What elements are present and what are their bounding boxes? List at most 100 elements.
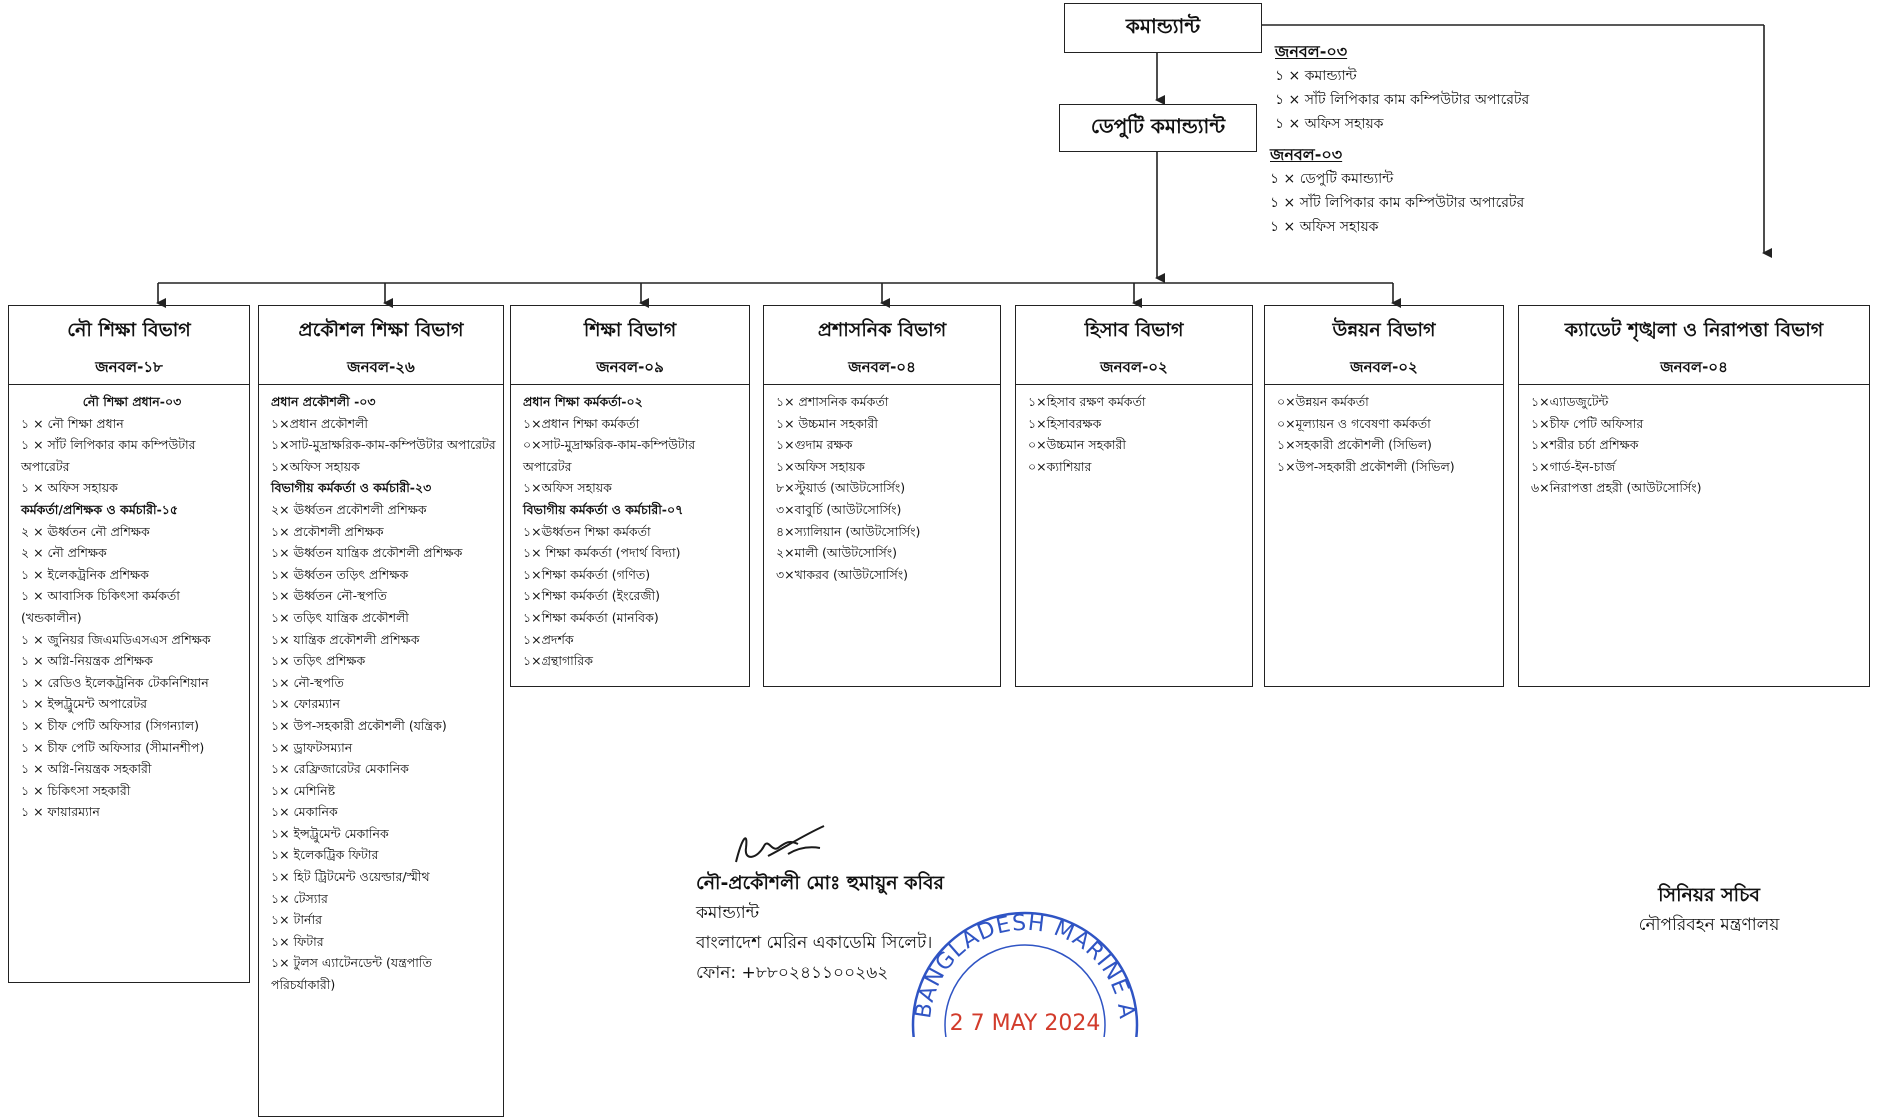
staff-item: ১×শিক্ষা কর্মকর্তা (ইংরেজী) bbox=[523, 588, 660, 604]
staff-item: ১× ফিটার bbox=[271, 933, 324, 949]
staff-item: ১×গুদাম রক্ষক bbox=[776, 437, 853, 453]
staff-item: ১× রেফ্রিজারেটর মেকানিক bbox=[271, 761, 409, 777]
department-strength: জনবল-১৮ bbox=[95, 358, 163, 376]
staff-item: ১×প্রধান প্রকৌশলী bbox=[271, 415, 368, 431]
staff-item: ১×হিসাব রক্ষণ কর্মকর্তা bbox=[1028, 394, 1146, 409]
svg-text:BANGLADESH MARINE ACADEMY: BANGLADESH MARINE ACADEMY bbox=[900, 900, 1139, 1021]
department-staff-list: ০×উন্নয়ন কর্মকর্তা ০×মূল্যায়ন ও গবেষণা … bbox=[1264, 385, 1504, 687]
department-strength: জনবল-০২ bbox=[1350, 358, 1418, 376]
department-staff-list: নৌ শিক্ষা প্রধান-০৩ ১ × নৌ শিক্ষা প্রধান ১… bbox=[8, 385, 250, 983]
staff-item: ১×সহকারী প্রকৌশলী (সিভিল) bbox=[1277, 437, 1432, 453]
signatory-phone: ফোন: +৮৮০২৪১১০০২৬২ bbox=[696, 963, 889, 983]
staff-item: ১×অফিস সহায়ক bbox=[271, 458, 360, 474]
staff-item: ১× নৌ-স্থপতি bbox=[271, 674, 344, 690]
staff-item: ১ × চীফ পেটি অফিসার (সীমানশীপ) bbox=[21, 739, 205, 755]
staff-item: ৪×স্যালিয়ান (আউটসোর্সিং) bbox=[776, 523, 921, 539]
staff-item: ১ × অফিস সহায়ক bbox=[1275, 116, 1384, 132]
department-staff-list: প্রধান শিক্ষা কর্মকর্তা-০২ ১×প্রধান শিক্ষ… bbox=[510, 385, 750, 687]
staff-item: ১×গ্রন্থাগারিক bbox=[523, 653, 593, 669]
department-staff-list: ১× প্রশাসনিক কর্মকর্তা ১× উচ্চমান সহকারী ১… bbox=[763, 385, 1001, 687]
department-title: প্রশাসনিক বিভাগ bbox=[817, 319, 947, 341]
staff-item: ১× টেস্যার bbox=[271, 890, 328, 906]
department-title: শিক্ষা বিভাগ bbox=[583, 319, 677, 341]
staff-item: ১ × রেডিও ইলেকট্রনিক টেকনিশিয়ান bbox=[21, 674, 209, 690]
staff-item: ১×শরীর চর্চা প্রশিক্ষক bbox=[1531, 437, 1639, 453]
department-staff-list: ১×হিসাব রক্ষণ কর্মকর্তা ১×হিসাবরক্ষক ০×উচ্… bbox=[1015, 385, 1253, 687]
deputy-staff-head: জনবল-০৩ bbox=[1270, 145, 1343, 164]
ministry-name: নৌপরিবহন মন্ত্রণালয় bbox=[1638, 915, 1780, 935]
deputy-staff-list: জনবল-০৩ ১ × ডেপুটি কমান্ড্যান্ট ১ × সাঁট… bbox=[1270, 143, 1524, 239]
staff-item: ১×হিসাবরক্ষক bbox=[1028, 415, 1102, 431]
staff-item: ১×প্রধান শিক্ষা কর্মকর্তা bbox=[523, 415, 640, 431]
staff-item: ১ × ডেপুটি কমান্ড্যান্ট bbox=[1270, 171, 1394, 187]
staff-item: ১×অফিস সহায়ক bbox=[523, 480, 612, 496]
staff-item: ১ × ইলেকট্রনিক প্রশিক্ষক bbox=[21, 566, 149, 582]
department-strength: জনবল-০২ bbox=[1100, 358, 1168, 376]
staff-item: ১×এ্যাডজুটেন্ট bbox=[1531, 394, 1609, 409]
staff-item: ৩×বাবুর্চি (আউটসোর্সিং) bbox=[776, 501, 902, 517]
staff-item: ১× মেকানিক bbox=[271, 804, 338, 820]
department-strength: জনবল-২৬ bbox=[347, 358, 415, 376]
staff-item: ১×অফিস সহায়ক bbox=[776, 458, 865, 474]
staff-item: ১× টুলস এ্যাটেনডেন্ট (যন্ত্রপাতি পরিচর্য… bbox=[271, 955, 432, 993]
staff-item: ১× ইন্সট্রুমেন্ট মেকানিক bbox=[271, 825, 389, 841]
staff-group-heading: প্রধান শিক্ষা কর্মকর্তা-০২ bbox=[523, 394, 643, 409]
signatory-name: নৌ-প্রকৌশলী মোঃ হুমায়ুন কবির bbox=[696, 872, 944, 894]
staff-item: ১ × অগ্নি-নিয়ন্ত্রক সহকারী bbox=[21, 761, 152, 777]
staff-item: ১× তড়িৎ যান্ত্রিক প্রকৌশলী bbox=[271, 609, 409, 625]
staff-item: ১×চীফ পেটি অফিসার bbox=[1531, 415, 1644, 431]
staff-item: ১× হিট ট্রিটমেন্ট ওয়েল্ডার/স্মীথ bbox=[271, 869, 430, 885]
staff-item: ১× প্রশাসনিক কর্মকর্তা bbox=[776, 394, 889, 409]
staff-item: ০×উচ্চমান সহকারী bbox=[1028, 437, 1127, 453]
staff-group-heading: প্রধান প্রকৌশলী -০৩ bbox=[271, 394, 376, 409]
department-title: নৌ শিক্ষা বিভাগ bbox=[67, 319, 191, 341]
staff-item: ১×উপ-সহকারী প্রকৌশলী (সিভিল) bbox=[1277, 458, 1455, 474]
commandant-label: কমান্ড্যান্ট bbox=[1125, 13, 1201, 38]
deputy-commandant-label: ডেপুটি কমান্ড্যান্ট bbox=[1090, 113, 1226, 138]
staff-item: ০×উন্নয়ন কর্মকর্তা bbox=[1277, 394, 1369, 409]
commandant-staff-head: জনবল-০৩ bbox=[1275, 42, 1348, 61]
staff-item: ১×ঊর্ধ্বতন শিক্ষা কর্মকর্তা bbox=[523, 523, 651, 539]
staff-item: ১× উচ্চমান সহকারী bbox=[776, 415, 878, 431]
staff-item: ১ × নৌ শিক্ষা প্রধান bbox=[21, 415, 124, 431]
staff-item: ১ × কমান্ড্যান্ট bbox=[1275, 68, 1357, 84]
staff-item: ১ × অফিস সহায়ক bbox=[21, 480, 118, 496]
staff-item: ২× ঊর্ধ্বতন প্রকৌশলী প্রশিক্ষক bbox=[271, 501, 427, 517]
staff-item: ১×শিক্ষা কর্মকর্তা (গণিত) bbox=[523, 566, 651, 582]
staff-item: ১ × চিকিৎসা সহকারী bbox=[21, 782, 131, 798]
signatory-designation: কমান্ড্যান্ট bbox=[696, 903, 760, 923]
staff-item: ১× ইলেকট্রিক ফিটার bbox=[271, 847, 379, 863]
staff-item: ১×শিক্ষা কর্মকর্তা (মানবিক) bbox=[523, 609, 659, 625]
staff-item: ১ × চীফ পেটি অফিসার (সিগন্যাল) bbox=[21, 717, 199, 733]
staff-item: ১× মেশিনিষ্ট bbox=[271, 782, 336, 798]
staff-item: ১×প্রদর্শক bbox=[523, 631, 574, 647]
staff-item: ১ × অগ্নি-নিয়ন্ত্রক প্রশিক্ষক bbox=[21, 653, 153, 669]
department-strength: জনবল-০৯ bbox=[596, 358, 664, 376]
staff-item: ০×মূল্যায়ন ও গবেষণা কর্মকর্তা bbox=[1277, 415, 1431, 431]
staff-item: ১× উপ-সহকারী প্রকৌশলী (যন্ত্রিক) bbox=[271, 717, 447, 733]
staff-item: ১ × জুনিয়র জিএমডিএসএস প্রশিক্ষক bbox=[21, 631, 211, 647]
staff-item: ০×সাট-মুদ্রাক্ষরিক-কাম-কম্পিউটার অপারেটর bbox=[523, 437, 696, 474]
department-title: উন্নয়ন বিভাগ bbox=[1332, 319, 1436, 341]
staff-item: ১ × অফিস সহায়ক bbox=[1270, 219, 1379, 235]
staff-group-heading: বিভাগীয় কর্মকর্তা ও কর্মচারী-০৭ bbox=[523, 501, 684, 517]
staff-item: ০×ক্যাশিয়ার bbox=[1028, 458, 1092, 474]
academy-seal-stamp: BANGLADESH MARINE ACADEMY 2 7 MAY 2024 bbox=[900, 900, 1150, 1037]
staff-group-heading: বিভাগীয় কর্মকর্তা ও কর্মচারী-২৩ bbox=[271, 480, 432, 496]
signature-block-right: সিনিয়র সচিব নৌপরিবহন মন্ত্রণালয় bbox=[1604, 880, 1814, 940]
staff-group-heading: কর্মকর্তা/প্রশিক্ষক ও কর্মচারী-১৫ bbox=[21, 501, 178, 517]
deputy-commandant-box: ডেপুটি কমান্ড্যান্ট bbox=[1059, 104, 1257, 152]
signature-block-left: নৌ-প্রকৌশলী মোঃ হুমায়ুন কবির কমান্ড্যান… bbox=[696, 868, 944, 988]
staff-item: ৩×খাকরব (আউটসোর্সিং) bbox=[776, 566, 908, 582]
staff-item: ৮×স্টুয়ার্ড (আউটসোর্সিং) bbox=[776, 480, 906, 496]
staff-group-heading: নৌ শিক্ষা প্রধান-০৩ bbox=[82, 394, 182, 409]
svg-text:2 7 MAY 2024: 2 7 MAY 2024 bbox=[950, 1011, 1101, 1036]
staff-item: ২ × ঊর্ধ্বতন নৌ প্রশিক্ষক bbox=[21, 523, 150, 539]
department-header: উন্নয়ন বিভাগ জনবল-০২ bbox=[1264, 305, 1504, 385]
staff-item: ১ × সাঁট লিপিকার কাম কম্পিউটার অপারেটর bbox=[1270, 195, 1525, 211]
staff-item: ১× যান্ত্রিক প্রকৌশলী প্রশিক্ষক bbox=[271, 631, 420, 647]
